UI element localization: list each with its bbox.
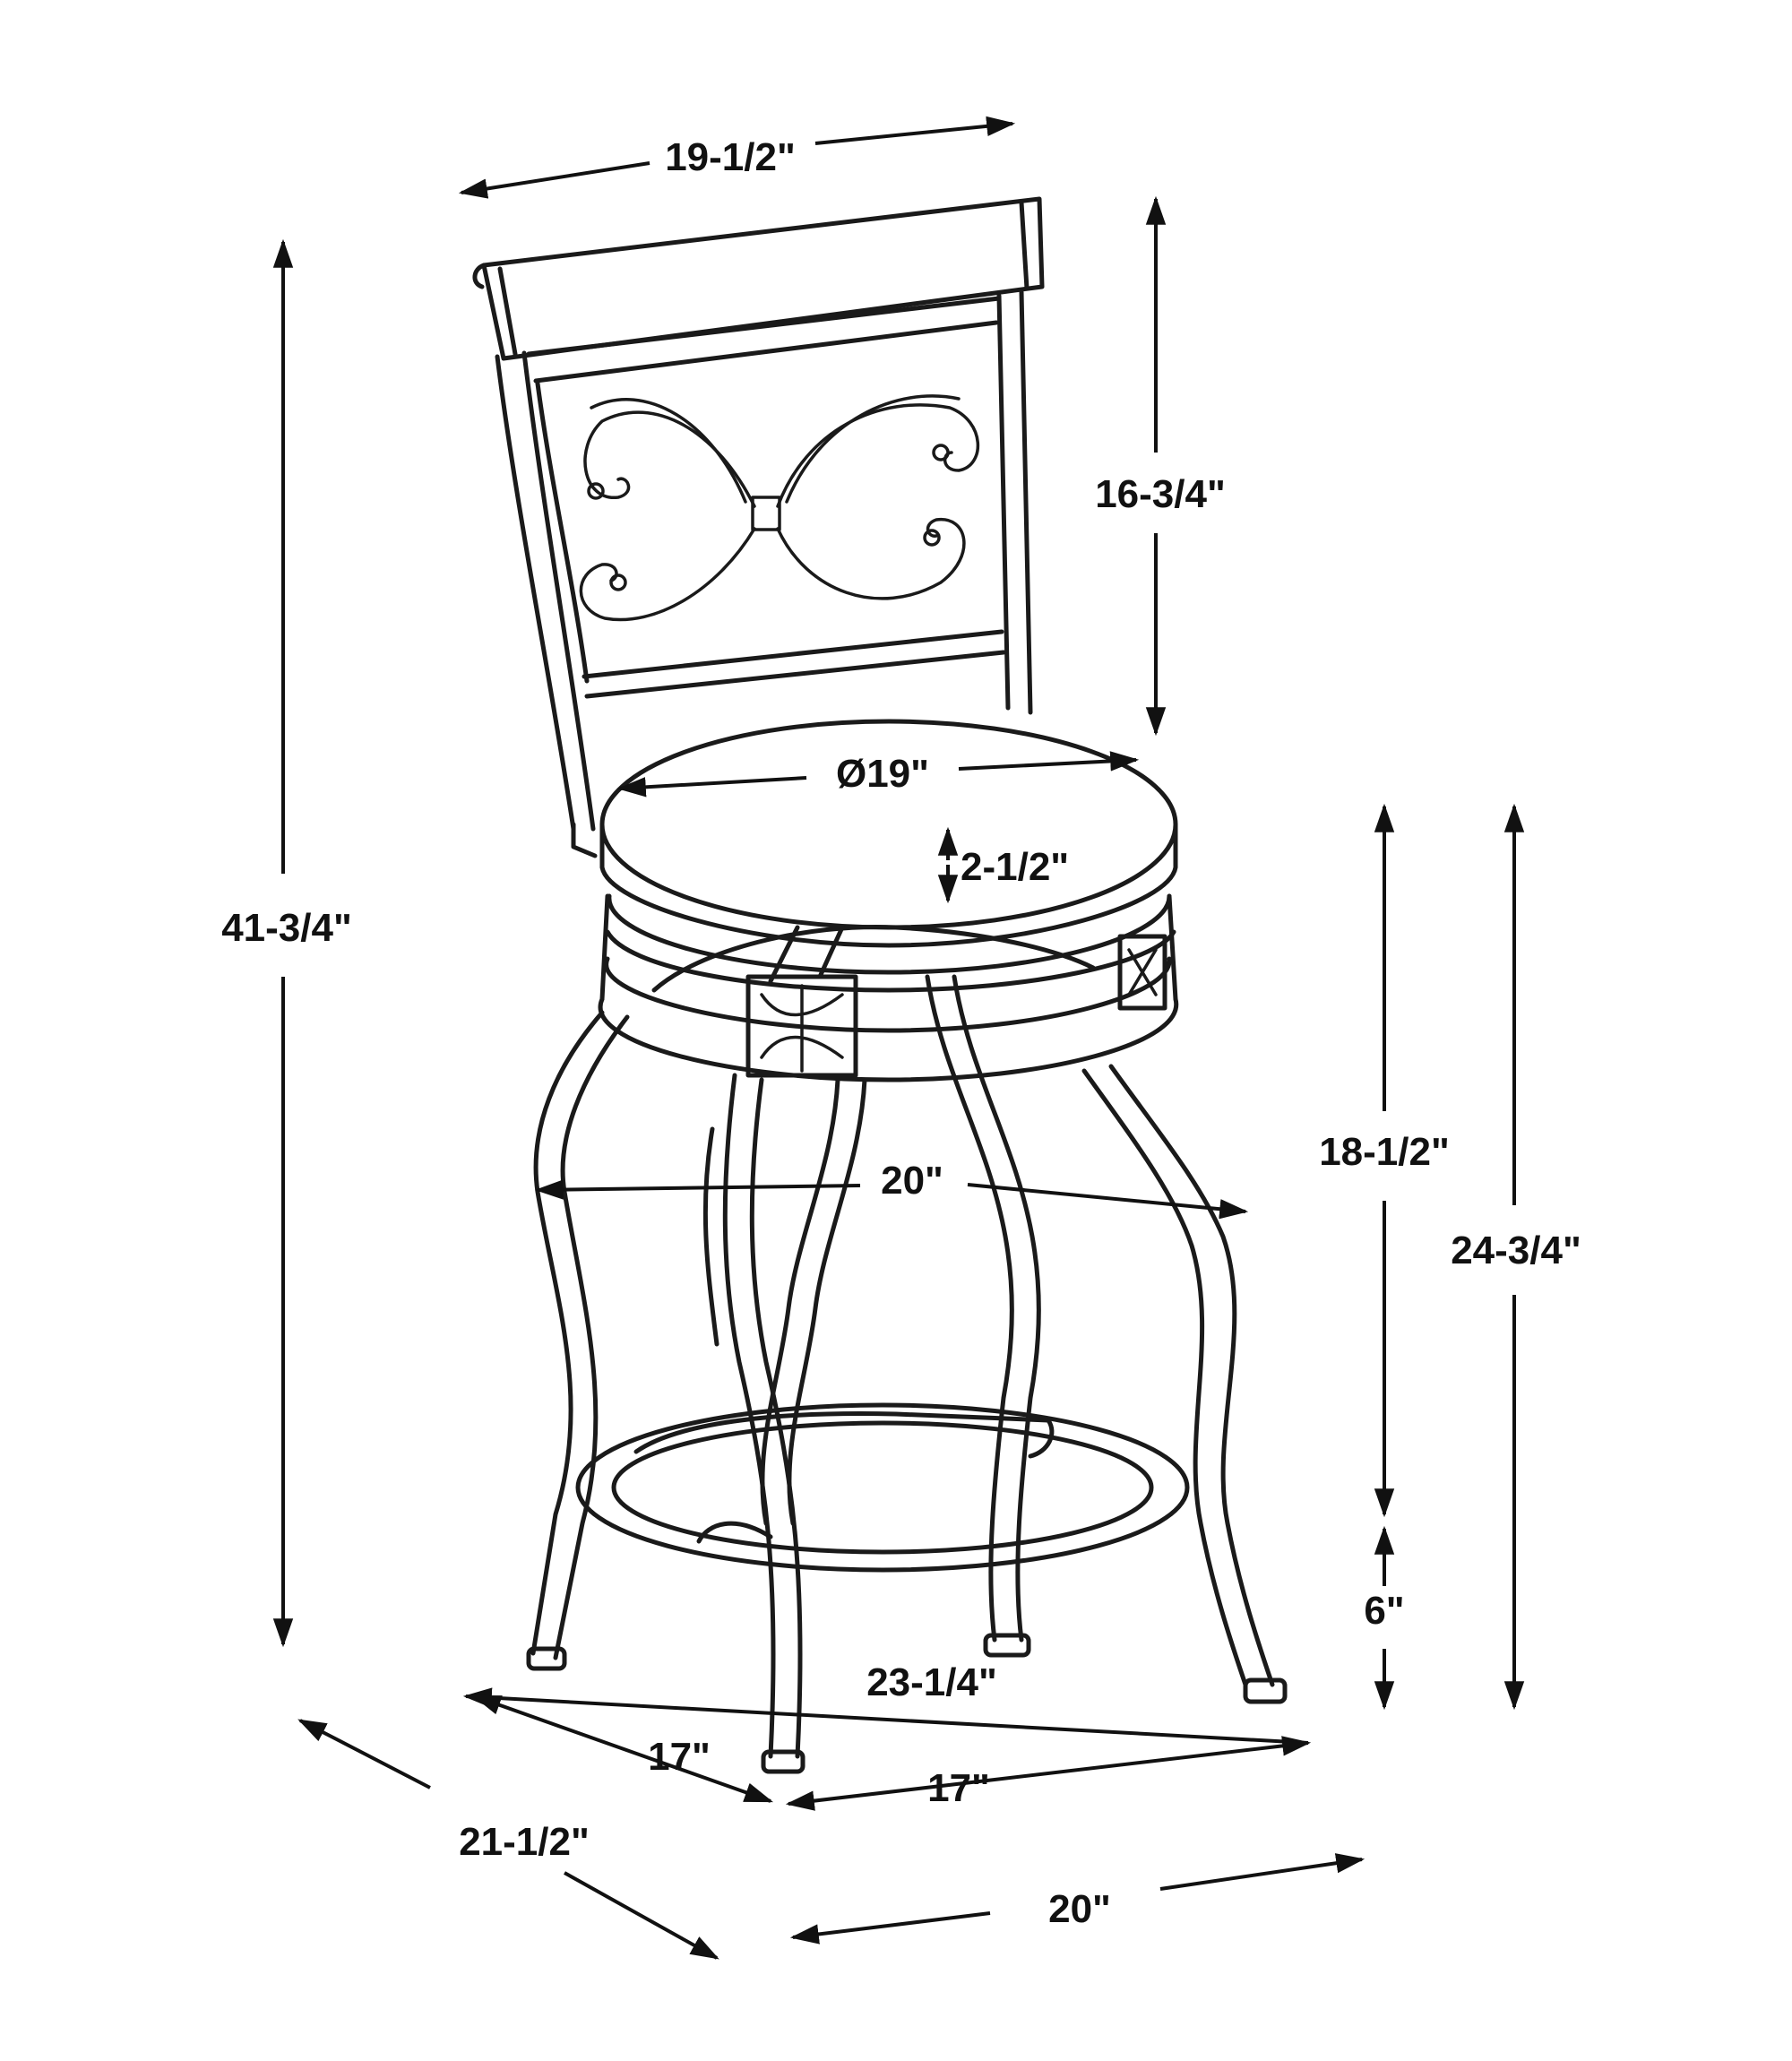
- dim-line-leg-width-left: [534, 1179, 861, 1200]
- label-leg-width: 20": [881, 1159, 943, 1203]
- dim-line-depth-bottom: [564, 1871, 719, 1960]
- dim-line-width-right: [1159, 1853, 1366, 1891]
- stool-legs: [526, 974, 1288, 1774]
- backrest-frame: [495, 289, 1033, 832]
- dim-line-base-side-right: [785, 1736, 1312, 1811]
- dim-line-seat-diameter-right: [958, 751, 1140, 772]
- dim-line-width-left: [789, 1911, 991, 1945]
- dimension-labels: 19-1/2" 16-3/4" 41-3/4" Ø19" 2-1/2" 20" …: [221, 135, 1581, 1931]
- label-footrest-height: 6": [1364, 1589, 1404, 1633]
- label-base-side-right: 17": [927, 1766, 990, 1810]
- label-back-height: 16-3/4": [1095, 472, 1226, 516]
- dim-line-seat-diameter-left: [616, 776, 807, 798]
- dim-line-depth-top: [297, 1719, 431, 1789]
- label-seat-to-footrest: 18-1/2": [1319, 1130, 1450, 1174]
- label-overall-height: 41-3/4": [221, 906, 352, 950]
- backrest-top-rail: [472, 196, 1045, 361]
- footrest-ring: [575, 1402, 1190, 1573]
- label-back-width: 19-1/2": [665, 135, 796, 179]
- dim-line-back-width-left: [458, 161, 650, 199]
- stool-illustration: [472, 196, 1288, 1774]
- label-seat-thickness: 2-1/2": [961, 845, 1069, 889]
- label-overall-width: 20": [1048, 1887, 1111, 1931]
- label-overall-depth: 21-1/2": [459, 1820, 590, 1864]
- dim-line-base-side-left: [471, 1695, 774, 1803]
- backrest-scroll-ornament: [579, 394, 979, 622]
- dim-line-leg-width-right: [967, 1183, 1249, 1220]
- label-base-side-left: 17": [648, 1735, 711, 1779]
- dim-line-back-width-right: [814, 116, 1016, 145]
- seat-apron-ring: [598, 893, 1179, 1082]
- label-base-diagonal: 23-1/4": [866, 1660, 997, 1704]
- dimension-lines: [272, 116, 1525, 1960]
- label-seat-diameter: Ø19": [836, 752, 929, 796]
- label-seat-height: 24-3/4": [1451, 1229, 1581, 1272]
